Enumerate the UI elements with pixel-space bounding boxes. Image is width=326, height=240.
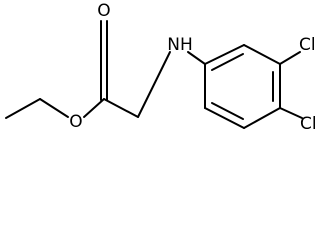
ring-double-inner-1 (211, 53, 244, 71)
bond-ch2-nh (137, 51, 171, 118)
bond-ethyl-ch3-ch2 (5, 98, 41, 119)
bond-o-carbonyl-carbon (83, 98, 105, 118)
bond-carbonyl-ch2 (103, 98, 139, 118)
atom-label-carbonyl-oxygen: O (97, 1, 110, 21)
atom-label-ester-oxygen: O (69, 112, 82, 132)
atom-label-amine: NH (167, 35, 193, 55)
ring-bond-1 (204, 44, 245, 65)
atom-label-chlorine-3: Cl (299, 35, 316, 55)
bond-ethyl-ch2-o (39, 98, 69, 118)
bond-ring-cl3 (279, 51, 301, 65)
bond-ring-cl4 (279, 107, 303, 119)
atom-label-chlorine-4: Cl (300, 114, 317, 134)
ring-bond-2 (243, 44, 281, 65)
ring-bond-5 (204, 107, 245, 129)
structure-diagram: O O NH Cl Cl (5, 1, 317, 134)
ring-bond-4 (243, 107, 281, 129)
ring-double-inner-3 (211, 102, 244, 120)
bond-nh-ring (187, 51, 206, 65)
